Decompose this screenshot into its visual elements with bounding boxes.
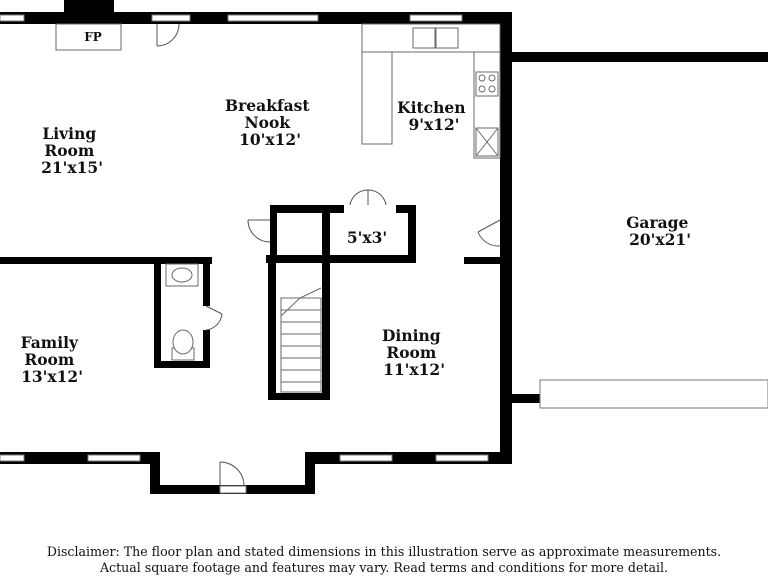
fireplace xyxy=(55,23,122,51)
label-closet: 5'x3' xyxy=(347,228,387,247)
interior-walls xyxy=(0,205,504,400)
label-kitchen: Kitchen 9'x12' xyxy=(397,98,471,134)
staircase xyxy=(280,287,322,393)
doors xyxy=(156,23,501,494)
windows xyxy=(0,14,489,462)
disclaimer-line-2: Actual square footage and features may v… xyxy=(99,560,669,575)
label-breakfast-nook: Breakfast Nook 10'x12' xyxy=(225,96,315,149)
fireplace-label: FP xyxy=(84,30,102,44)
bath-fixtures xyxy=(165,263,199,361)
label-family-room: Family Room 13'x12' xyxy=(21,333,84,386)
floor-plan: FP xyxy=(0,0,768,494)
disclaimer: Disclaimer: The floor plan and stated di… xyxy=(0,544,768,576)
label-dining-room: Dining Room 11'x12' xyxy=(382,326,446,379)
label-living-room: Living Room 21'x15' xyxy=(41,124,103,177)
label-garage: Garage 20'x21' xyxy=(626,213,694,249)
garage-door xyxy=(539,379,768,409)
kitchen-fixtures xyxy=(361,23,501,159)
disclaimer-line-1: Disclaimer: The floor plan and stated di… xyxy=(46,544,722,559)
